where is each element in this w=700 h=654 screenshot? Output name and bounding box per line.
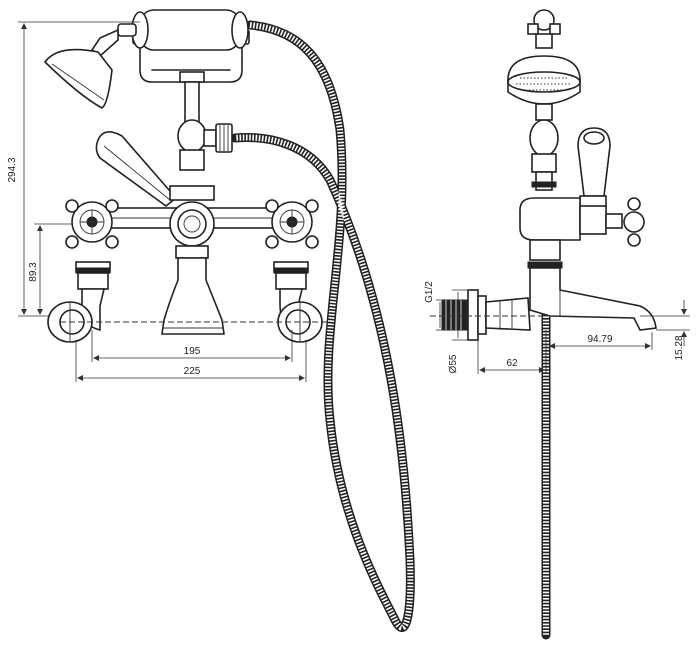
label-thread: G1/2 <box>424 281 435 303</box>
dimension-centres-max: 225 <box>75 340 307 382</box>
label-spout-drop: 15.28 <box>674 335 685 360</box>
label-height-outlet: 89.3 <box>28 262 39 282</box>
front-left-cross-handle <box>65 199 119 249</box>
front-body-bar <box>94 185 288 247</box>
label-wall-offset: 62 <box>506 358 518 369</box>
front-view: 294.3 89.3 195 225 <box>7 9 415 632</box>
side-wall-inlet <box>441 289 531 341</box>
dimension-spout-drop: 15.28 <box>640 300 690 361</box>
front-riser <box>177 71 233 171</box>
label-centres-max: 225 <box>184 366 201 377</box>
side-view: G1/2 Ø55 62 94.79 15.28 <box>424 9 690 640</box>
dimension-wall-offset: 62 <box>477 330 547 374</box>
side-lever <box>577 127 611 209</box>
front-spout <box>161 245 225 335</box>
front-right-leg <box>273 261 323 343</box>
front-shower-hose <box>230 20 415 632</box>
front-handset <box>43 9 249 109</box>
side-shower-rose <box>507 55 581 105</box>
side-riser <box>529 103 559 191</box>
side-body <box>519 197 645 269</box>
dimension-thread: G1/2 <box>424 281 444 331</box>
front-left-leg <box>47 261 111 343</box>
label-flange-diameter: Ø55 <box>448 354 459 373</box>
dimension-centres-min: 195 <box>91 330 293 362</box>
front-right-cross-handle <box>265 199 319 249</box>
dimension-overall-height: 294.3 <box>7 21 140 317</box>
label-spout-reach: 94.79 <box>587 334 612 345</box>
side-hanger <box>527 9 561 49</box>
dimension-outlet-height: 89.3 <box>28 223 72 315</box>
dimension-flange-diameter: Ø55 <box>448 289 470 373</box>
dimension-spout-reach: 94.79 <box>549 332 653 350</box>
front-diverter-lever <box>95 131 178 208</box>
label-height-overall: 294.3 <box>7 157 18 182</box>
side-spout <box>529 267 657 331</box>
label-centres-min: 195 <box>184 346 201 357</box>
